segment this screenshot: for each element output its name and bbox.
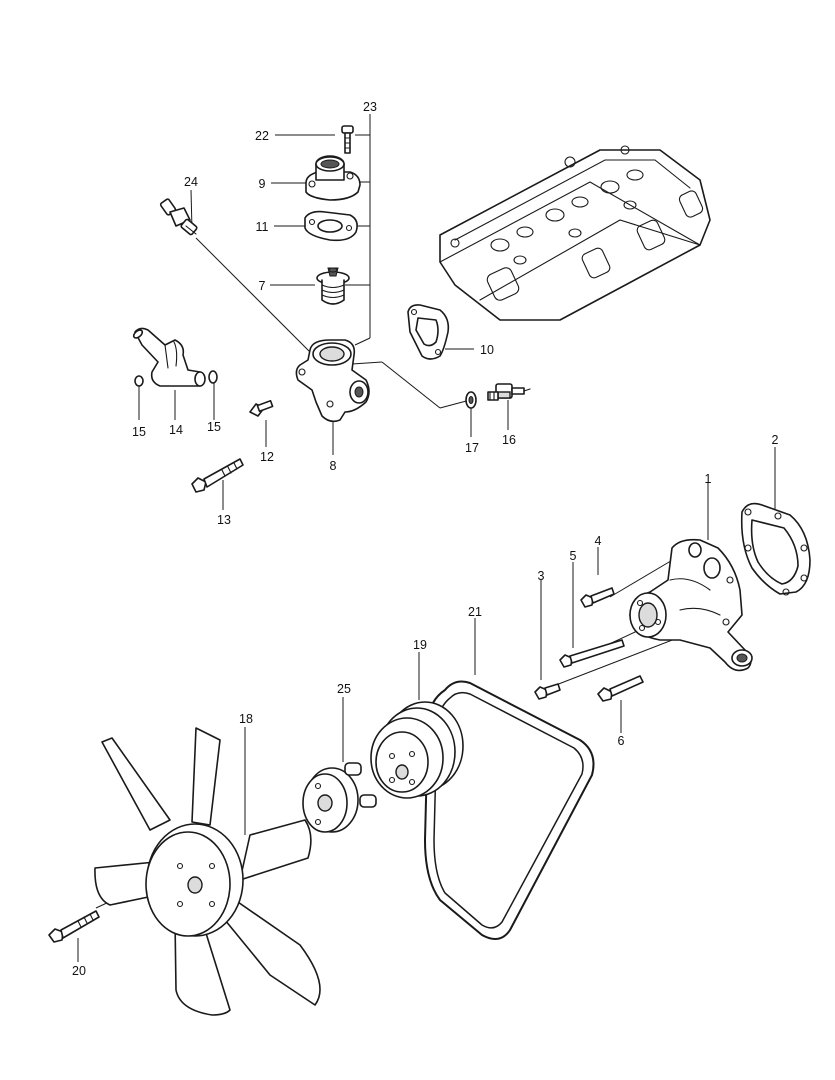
- bolt-12: [249, 399, 274, 417]
- housing-gasket-10: [407, 304, 450, 360]
- o-ring-15: [134, 370, 218, 387]
- thermostat-gasket-11: [304, 210, 358, 242]
- spacer-25: [302, 762, 377, 833]
- thermostat-housing-8: [295, 339, 370, 423]
- bolt-3: [534, 683, 561, 700]
- bolt-6: [597, 675, 644, 702]
- callout-10: 10: [480, 343, 494, 357]
- pulley-19: [370, 701, 464, 799]
- callout-24: 24: [184, 175, 198, 189]
- callout-15a: 15: [132, 425, 146, 439]
- callout-11: 11: [256, 220, 269, 234]
- fan-bolt-20: [48, 910, 100, 943]
- callout-9: 9: [259, 177, 266, 191]
- bolt-4: [580, 587, 615, 608]
- callout-21: 21: [468, 605, 482, 619]
- callout-labels: 23 22 9 24 11 7 10 15 14 15 17 16 12 8 1…: [72, 100, 778, 978]
- temperature-switch-24: [159, 198, 198, 236]
- water-pump-gasket-2: [740, 502, 811, 596]
- callout-14: 14: [169, 423, 183, 437]
- callout-8: 8: [330, 459, 337, 473]
- water-pump-1: [629, 538, 753, 672]
- callout-19: 19: [413, 638, 427, 652]
- thermostat-7: [316, 267, 350, 305]
- callout-18: 18: [239, 712, 253, 726]
- callout-15b: 15: [207, 420, 221, 434]
- callout-16: 16: [502, 433, 516, 447]
- callout-6: 6: [618, 734, 625, 748]
- callout-5: 5: [570, 549, 577, 563]
- callout-12: 12: [260, 450, 274, 464]
- washer-17: [465, 391, 477, 409]
- cylinder-head: [439, 145, 711, 321]
- cooling-fan-18: [94, 727, 321, 1016]
- callout-20: 20: [72, 964, 86, 978]
- callout-22: 22: [255, 129, 269, 143]
- callout-3: 3: [538, 569, 545, 583]
- bolt-13: [191, 458, 244, 493]
- bypass-pipe-14: [132, 327, 206, 387]
- thermostat-cover-9: [305, 155, 361, 201]
- callout-17: 17: [465, 441, 479, 455]
- callout-25: 25: [337, 682, 351, 696]
- callout-2: 2: [772, 433, 779, 447]
- callout-7: 7: [259, 279, 266, 293]
- callout-1: 1: [705, 472, 712, 486]
- temperature-sensor-16: [487, 383, 531, 401]
- bolt-5: [559, 639, 625, 668]
- callout-13: 13: [217, 513, 231, 527]
- callout-23: 23: [363, 100, 377, 114]
- bolt-22: [341, 125, 354, 154]
- callout-4: 4: [595, 534, 602, 548]
